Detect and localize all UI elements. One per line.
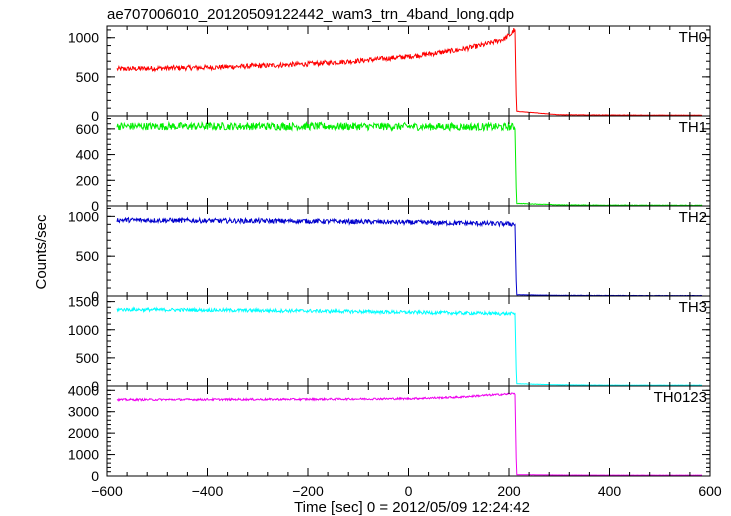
y-tick-label: 3000 bbox=[68, 404, 99, 420]
y-tick-label: 1000 bbox=[68, 322, 99, 338]
panel-th2: 0 500 1000 TH2 bbox=[68, 205, 711, 304]
x-tick-label: 0 bbox=[405, 483, 413, 499]
panel-label-th0123: TH0123 bbox=[654, 389, 707, 406]
x-tick-label: 400 bbox=[598, 483, 622, 499]
panel-label-th2: TH2 bbox=[679, 209, 707, 226]
panel-th1: 0 200 400 600 TH1 bbox=[76, 115, 711, 214]
series-line-th1 bbox=[116, 120, 703, 207]
y-tick-label: 0 bbox=[91, 468, 99, 484]
y-tick-label: 1000 bbox=[68, 208, 99, 224]
panel-th0123: 0 1000 2000 3000 4000 TH0123 bbox=[68, 382, 711, 484]
y-tick-label: 1500 bbox=[68, 294, 99, 310]
panel-frame bbox=[106, 205, 711, 297]
series-line-th0123 bbox=[116, 392, 702, 476]
panel-frame bbox=[106, 115, 711, 207]
panel-label-th0: TH0 bbox=[679, 29, 707, 46]
y-tick-label: 4000 bbox=[68, 382, 99, 398]
x-tick-label: −400 bbox=[192, 483, 224, 499]
series-line-th2 bbox=[116, 216, 703, 297]
series-line-th0 bbox=[116, 28, 703, 116]
chart-title: ae707006010_20120509122442_wam3_trn_4ban… bbox=[107, 6, 514, 23]
y-tick-label: 0 bbox=[91, 288, 99, 304]
y-tick-label: 1000 bbox=[68, 447, 99, 463]
y-tick-label: 0 bbox=[91, 198, 99, 214]
panel-frame bbox=[106, 295, 711, 387]
panel-label-th3: TH3 bbox=[679, 299, 707, 316]
y-tick-label: 2000 bbox=[68, 425, 99, 441]
y-tick-label: 0 bbox=[91, 378, 99, 394]
x-tick-label: −600 bbox=[91, 483, 123, 499]
panel-label-th1: TH1 bbox=[679, 119, 707, 136]
y-axis-label: Counts/sec bbox=[33, 214, 50, 290]
y-tick-label: 600 bbox=[76, 121, 100, 137]
panel-th0: 0 500 1000 TH0 bbox=[68, 25, 711, 124]
y-tick-label: 200 bbox=[76, 172, 100, 188]
panel-frame bbox=[106, 25, 711, 117]
y-tick-label: 500 bbox=[76, 69, 100, 85]
y-tick-label: 400 bbox=[76, 147, 100, 163]
y-tick-label: 0 bbox=[91, 108, 99, 124]
y-tick-label: 500 bbox=[76, 350, 100, 366]
y-tick-label: 1000 bbox=[68, 30, 99, 46]
panel-th3: 0 500 1000 1500 TH3 bbox=[68, 294, 711, 394]
series-line-th3 bbox=[116, 306, 702, 386]
x-tick-label: 200 bbox=[497, 483, 521, 499]
x-axis-label: Time [sec] 0 = 2012/05/09 12:24:42 bbox=[294, 499, 530, 516]
y-tick-label: 500 bbox=[76, 248, 100, 264]
x-tick-label: 600 bbox=[698, 483, 722, 499]
x-tick-label: −200 bbox=[292, 483, 324, 499]
